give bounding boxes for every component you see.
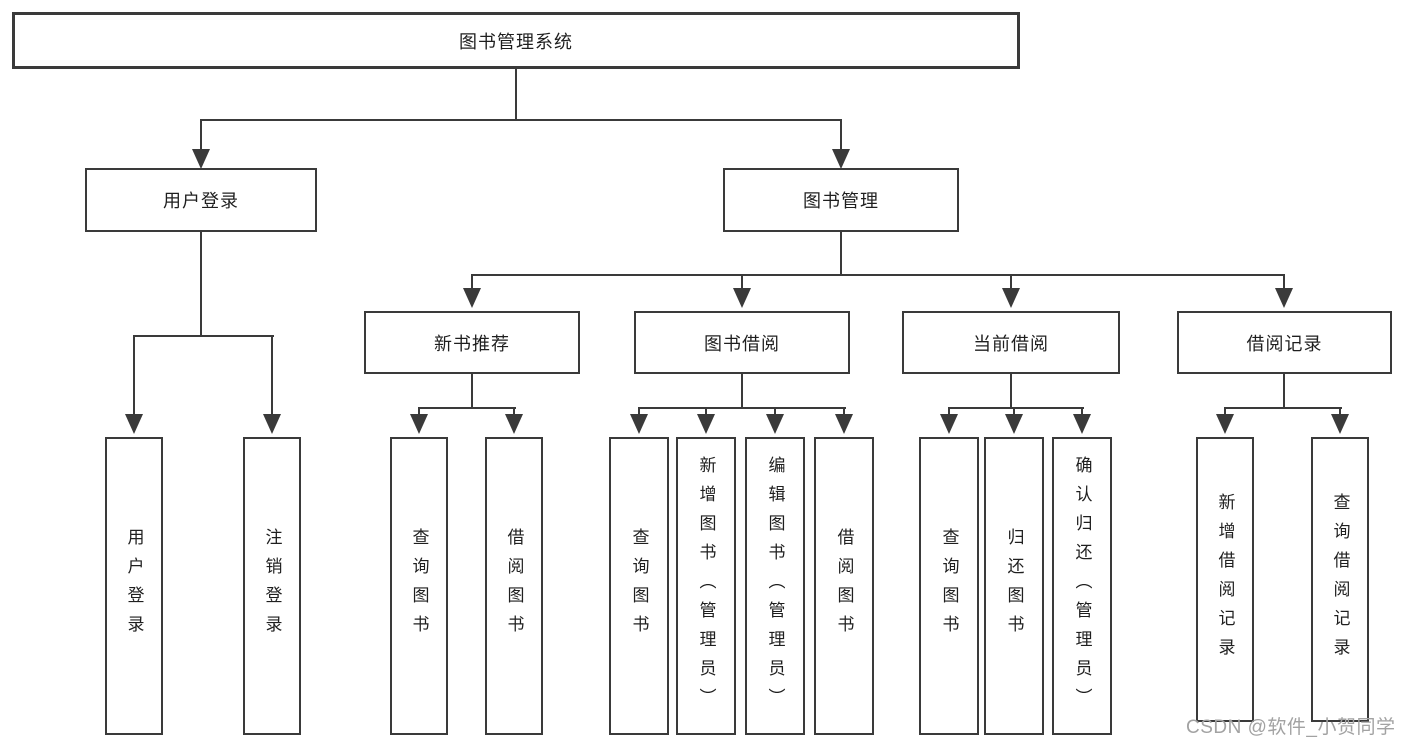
connector-line	[638, 407, 640, 417]
connector-line	[515, 66, 517, 121]
arrowhead-down-icon	[697, 414, 715, 434]
connector-line	[271, 335, 273, 416]
leaf-label: 新增图书（管理员）	[696, 455, 716, 717]
leaf-query-books-borrow: 查询图书	[609, 437, 669, 735]
leaf-user-login: 用户登录	[105, 437, 163, 735]
leaf-query-books-current: 查询图书	[919, 437, 979, 735]
connector-line	[638, 407, 846, 409]
arrowhead-down-icon	[766, 414, 784, 434]
connector-line	[471, 274, 473, 291]
node-book-management: 图书管理	[723, 168, 959, 232]
leaf-query-books-recommend: 查询图书	[390, 437, 448, 735]
arrowhead-down-icon	[463, 288, 481, 308]
leaf-label: 注销登录	[262, 528, 282, 644]
leaf-confirm-return-admin: 确认归还（管理员）	[1052, 437, 1112, 735]
node-new-book-recommend: 新书推荐	[364, 311, 580, 374]
connector-line	[948, 407, 1084, 409]
arrowhead-down-icon	[733, 288, 751, 308]
arrowhead-down-icon	[1331, 414, 1349, 434]
connector-line	[948, 407, 950, 417]
node-user-login-group: 用户登录	[85, 168, 317, 232]
leaf-label: 用户登录	[124, 528, 144, 644]
arrowhead-down-icon	[1005, 414, 1023, 434]
arrowhead-down-icon	[630, 414, 648, 434]
node-label: 当前借阅	[973, 333, 1049, 354]
node-book-borrow: 图书借阅	[634, 311, 850, 374]
connector-line	[774, 407, 776, 417]
arrowhead-down-icon	[832, 149, 850, 169]
arrowhead-down-icon	[192, 149, 210, 169]
connector-line	[1224, 407, 1226, 417]
leaf-label: 查询图书	[939, 528, 959, 644]
connector-line	[1283, 274, 1285, 291]
connector-line	[1010, 274, 1012, 291]
arrowhead-down-icon	[1002, 288, 1020, 308]
arrowhead-down-icon	[263, 414, 281, 434]
arrowhead-down-icon	[505, 414, 523, 434]
connector-line	[200, 231, 202, 337]
arrowhead-down-icon	[835, 414, 853, 434]
arrowhead-down-icon	[125, 414, 143, 434]
arrowhead-down-icon	[940, 414, 958, 434]
node-library-management-system: 图书管理系统	[12, 12, 1020, 69]
leaf-query-borrow-record: 查询借阅记录	[1311, 437, 1369, 722]
node-borrow-records: 借阅记录	[1177, 311, 1392, 374]
leaf-add-books-admin: 新增图书（管理员）	[676, 437, 736, 735]
leaf-label: 查询借阅记录	[1330, 492, 1350, 667]
connector-line	[200, 119, 202, 151]
connector-line	[418, 407, 516, 409]
connector-line	[418, 407, 420, 417]
leaf-label: 归还图书	[1004, 528, 1024, 644]
csdn-watermark: CSDN @软件_小贺同学	[1186, 717, 1396, 738]
leaf-label: 借阅图书	[834, 528, 854, 644]
arrowhead-down-icon	[1073, 414, 1091, 434]
node-label: 图书借阅	[704, 333, 780, 354]
leaf-return-books: 归还图书	[984, 437, 1044, 735]
node-label: 图书管理	[803, 191, 879, 211]
leaf-borrow-books: 借阅图书	[814, 437, 874, 735]
leaf-logout: 注销登录	[243, 437, 301, 735]
connector-line	[1224, 407, 1342, 409]
connector-line	[705, 407, 707, 417]
connector-line	[1010, 373, 1012, 409]
connector-line	[1081, 407, 1083, 417]
connector-line	[840, 231, 842, 276]
connector-line	[471, 373, 473, 409]
node-label: 新书推荐	[434, 333, 510, 354]
leaf-label: 编辑图书（管理员）	[765, 455, 785, 717]
leaf-label: 新增借阅记录	[1215, 492, 1235, 667]
arrowhead-down-icon	[1216, 414, 1234, 434]
connector-line	[843, 407, 845, 417]
connector-line	[133, 335, 274, 337]
leaf-add-borrow-record: 新增借阅记录	[1196, 437, 1254, 722]
connector-line	[1013, 407, 1015, 417]
leaf-label: 确认归还（管理员）	[1072, 455, 1092, 717]
connector-line	[1339, 407, 1341, 417]
connector-line	[741, 274, 743, 291]
leaf-label: 借阅图书	[504, 528, 524, 644]
node-label: 用户登录	[163, 191, 239, 211]
node-label: 图书管理系统	[459, 31, 573, 52]
connector-line	[1283, 373, 1285, 409]
connector-line	[200, 119, 842, 121]
arrowhead-down-icon	[1275, 288, 1293, 308]
connector-line	[471, 274, 1285, 276]
node-current-borrow: 当前借阅	[902, 311, 1120, 374]
connector-line	[741, 373, 743, 409]
node-label: 借阅记录	[1246, 333, 1323, 354]
leaf-borrow-books-recommend: 借阅图书	[485, 437, 543, 735]
arrowhead-down-icon	[410, 414, 428, 434]
leaf-edit-books-admin: 编辑图书（管理员）	[745, 437, 805, 735]
connector-line	[840, 119, 842, 151]
connector-line	[133, 335, 135, 416]
leaf-label: 查询图书	[629, 528, 649, 644]
leaf-label: 查询图书	[409, 528, 429, 644]
connector-line	[513, 407, 515, 417]
